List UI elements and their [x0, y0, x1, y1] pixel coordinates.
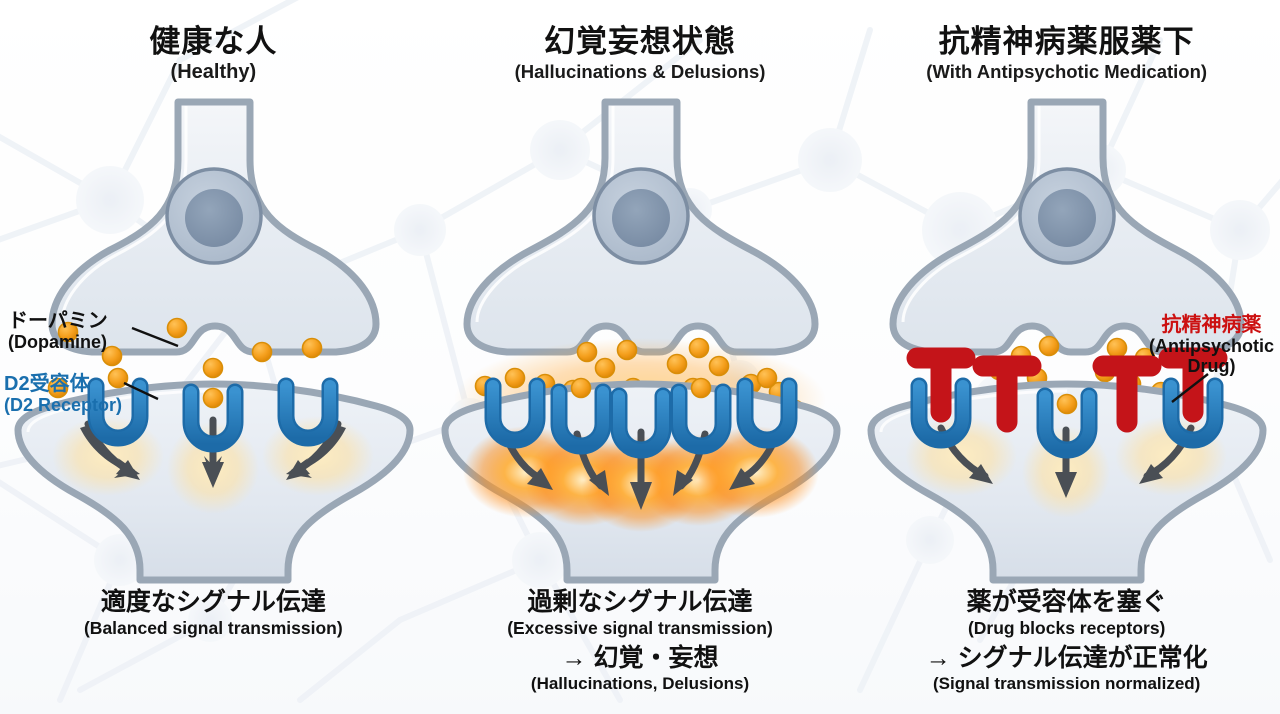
caption-jp: 薬が受容体を塞ぐ: [966, 588, 1167, 616]
caption-en: (Drug blocks receptors): [967, 617, 1166, 638]
panel-title-jp: 抗精神病薬服薬下: [938, 24, 1195, 59]
annotation-d2-en: (D2 Receptor): [4, 395, 123, 415]
caption-en-2: (Hallucinations, Delusions): [530, 674, 750, 693]
panel-caption-psychosis: 過剰なシグナル伝達 (Excessive signal transmission…: [427, 588, 854, 694]
antipsychotic-drug: [972, 355, 1042, 433]
presynaptic-neuron: [889, 98, 1245, 356]
annotation-dopamine-jp: ドーパミン: [8, 310, 108, 332]
caption-jp-2: → シグナル伝達が正常化: [925, 643, 1208, 672]
caption-jp: 適度なシグナル伝達: [100, 588, 326, 616]
caption-en: (Balanced signal transmission): [83, 617, 343, 638]
panel-title-psychosis: 幻覚妄想状態 (Hallucinations & Delusions): [427, 24, 854, 82]
synapse-illustration-healthy: [14, 98, 414, 584]
panel-psychosis: 幻覚妄想状態 (Hallucinations & Delusions): [427, 0, 854, 714]
d2-receptor: [550, 377, 612, 455]
d2-receptor: [484, 367, 546, 449]
panel-healthy: 健康な人 (Healthy): [0, 0, 427, 714]
leader-line-d2-receptor: [123, 381, 159, 401]
d2-receptor-group: [87, 367, 339, 453]
annotation-antipsychotic-en-2: Drug): [1187, 356, 1236, 377]
receptor-drug-group: [906, 347, 1228, 459]
annotation-d2-receptor: D2受容体 (D2 Receptor): [4, 373, 122, 415]
leader-line-dopamine: [131, 326, 179, 348]
caption-en: (Excessive signal transmission): [507, 617, 773, 638]
d2-receptor: [670, 377, 732, 455]
panel-title-jp: 幻覚妄想状態: [544, 24, 736, 59]
panel-title-medicated: 抗精神病薬服薬下 (With Antipsychotic Medication): [853, 24, 1280, 82]
annotation-antipsychotic: 抗精神病薬 (Antipsychotic Drug): [1149, 314, 1274, 376]
caption-en-2: (Signal transmission normalized): [933, 674, 1201, 693]
panel-caption-healthy: 適度なシグナル伝達 (Balanced signal transmission): [0, 588, 427, 639]
presynaptic-neuron: [48, 98, 380, 356]
panel-title-jp: 健康な人: [149, 24, 278, 59]
panel-title-en: (With Antipsychotic Medication): [926, 60, 1208, 82]
d2-receptor: [1036, 387, 1098, 459]
antipsychotic-drug: [906, 347, 976, 423]
presynaptic-neuron: [463, 98, 819, 356]
panel-title-en: (Hallucinations & Delusions): [514, 60, 766, 82]
annotation-d2-jp: D2受容体: [4, 373, 90, 395]
d2-receptor: [910, 377, 972, 449]
synapse-illustration-psychosis: [441, 98, 841, 584]
leader-line-antipsychotic: [1171, 373, 1209, 403]
panel-medicated: 抗精神病薬服薬下 (With Antipsychotic Medication): [853, 0, 1280, 714]
signal-arrow-heads: [116, 460, 310, 488]
panel-caption-medicated: 薬が受容体を塞ぐ (Drug blocks receptors) → シグナル伝…: [853, 588, 1280, 694]
synapse-illustration-medicated: [867, 98, 1267, 584]
caption-jp: 過剰なシグナル伝達: [527, 588, 753, 616]
caption-jp-2: → 幻覚・妄想: [561, 643, 719, 672]
d2-receptor: [1162, 377, 1224, 449]
antipsychotic-drug: [1092, 355, 1162, 433]
d2-receptor: [610, 387, 672, 459]
annotation-antipsychotic-en-1: (Antipsychotic: [1149, 336, 1275, 356]
annotation-dopamine-en: (Dopamine): [8, 332, 107, 352]
panel-title-en: (Healthy): [170, 60, 257, 83]
d2-receptor-group: [484, 367, 798, 459]
panel-title-healthy: 健康な人 (Healthy): [0, 24, 427, 84]
d2-receptor: [736, 367, 798, 449]
annotation-dopamine: ドーパミン (Dopamine): [8, 310, 108, 352]
annotation-antipsychotic-jp: 抗精神病薬: [1161, 314, 1262, 336]
